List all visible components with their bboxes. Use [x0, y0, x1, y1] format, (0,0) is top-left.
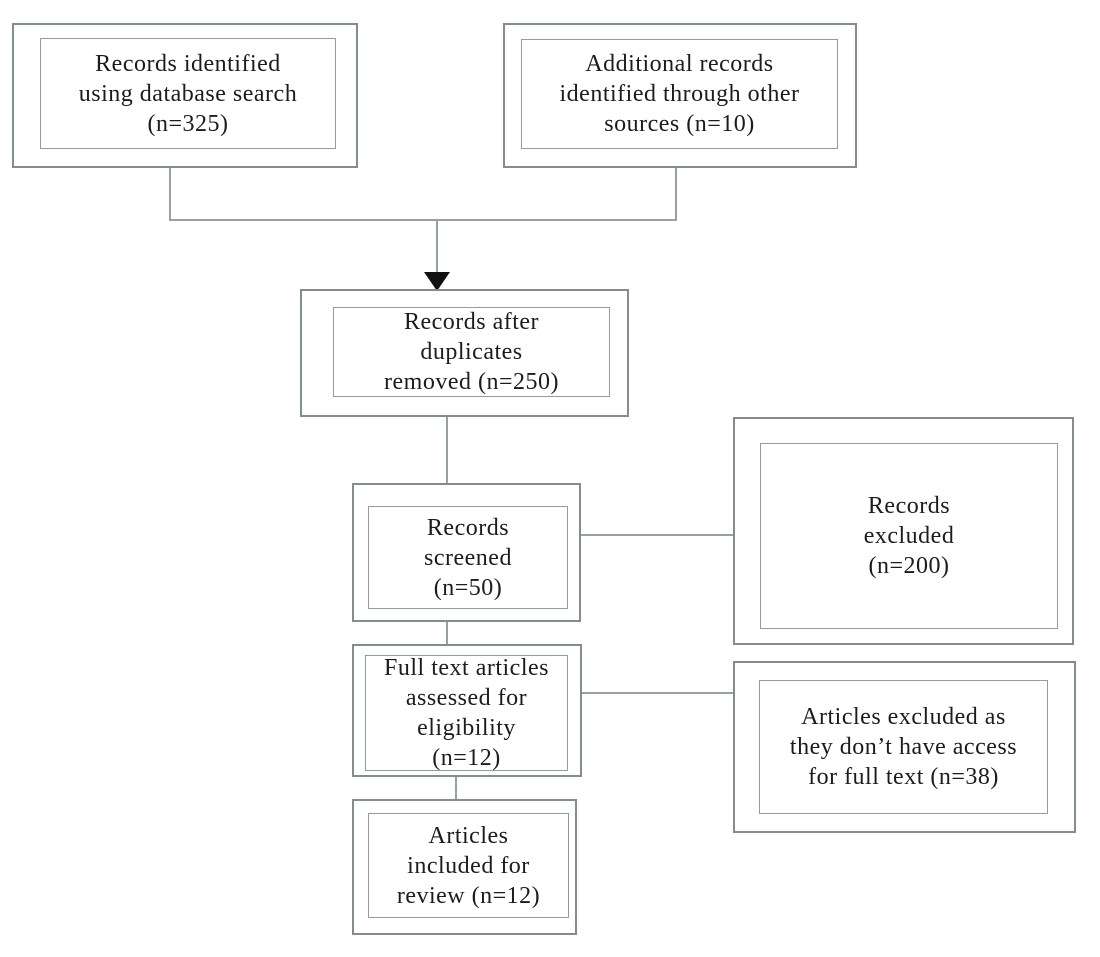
connector-merge-horizontal [169, 219, 677, 221]
box-inner-frame: Full text articles assessed for eligibil… [365, 655, 568, 771]
connector-screened-excluded [581, 534, 733, 536]
box-label-articles-excluded: Articles excluded as they don’t have acc… [789, 704, 1018, 790]
box-inner-frame: Articles included for review (n=12) [368, 813, 569, 918]
box-label-full-text-assessed: Full text articles assessed for eligibil… [384, 655, 549, 771]
box-inner-frame: Records excluded (n=200) [760, 443, 1058, 629]
connector-merge-down [436, 219, 438, 274]
flow-box-records-screened: Records screened (n=50) [352, 483, 581, 622]
flow-box-records-identified: Records identified using database search… [12, 23, 358, 168]
connector-fulltext-included [455, 777, 457, 799]
connector-fulltext-excluded [582, 692, 733, 694]
box-label-records-screened: Records screened (n=50) [424, 514, 512, 601]
flow-box-records-excluded: Records excluded (n=200) [733, 417, 1074, 645]
box-label-articles-included: Articles included for review (n=12) [396, 822, 541, 909]
flow-box-articles-included: Articles included for review (n=12) [352, 799, 577, 935]
connector-identified-down [169, 168, 171, 220]
arrow-down-icon [424, 272, 450, 291]
box-inner-frame: Articles excluded as they don’t have acc… [759, 680, 1048, 814]
box-label-additional-records: Additional records identified through ot… [559, 51, 800, 137]
connector-duplicates-screened [446, 417, 448, 483]
connector-screened-fulltext [446, 622, 448, 644]
flow-box-articles-excluded: Articles excluded as they don’t have acc… [733, 661, 1076, 833]
box-label-after-duplicates: Records after duplicates removed (n=250) [384, 309, 559, 395]
box-inner-frame: Records screened (n=50) [368, 506, 568, 609]
box-label-records-excluded: Records excluded (n=200) [863, 493, 955, 579]
flow-box-full-text-assessed: Full text articles assessed for eligibil… [352, 644, 582, 777]
box-inner-frame: Records after duplicates removed (n=250) [333, 307, 610, 397]
box-label-records-identified: Records identified using database search… [78, 50, 298, 137]
box-inner-frame: Records identified using database search… [40, 38, 336, 149]
connector-additional-down [675, 168, 677, 220]
flow-box-additional-records: Additional records identified through ot… [503, 23, 857, 168]
box-inner-frame: Additional records identified through ot… [521, 39, 838, 149]
flow-box-after-duplicates: Records after duplicates removed (n=250) [300, 289, 629, 417]
